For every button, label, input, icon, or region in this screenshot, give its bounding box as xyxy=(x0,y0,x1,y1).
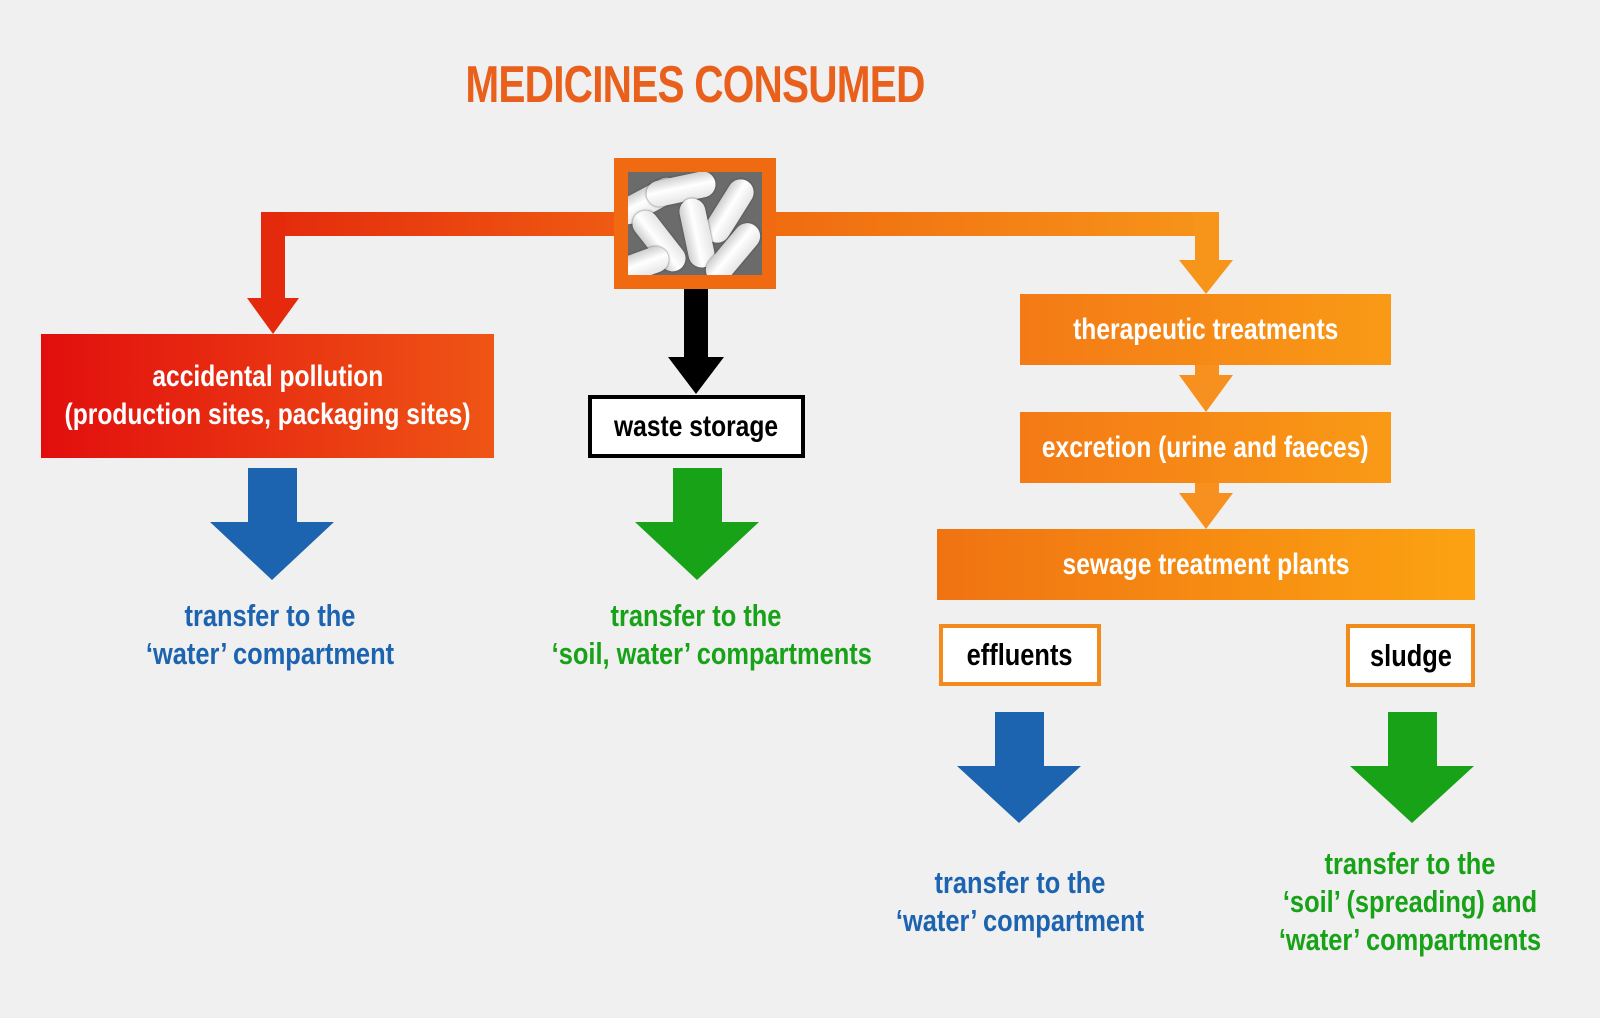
water-arrow-accidental xyxy=(210,468,334,580)
arrow-therapeutic-to-excretion xyxy=(1179,365,1233,412)
result-sludge-soil-water: transfer to the ‘soil’ (spreading) and ‘… xyxy=(1240,845,1580,959)
result-waste-soil-water: transfer to the ‘soil, water’ compartmen… xyxy=(520,597,872,673)
excretion-label: excretion (urine and faeces) xyxy=(1042,430,1369,464)
sewage-treatment-label: sewage treatment plants xyxy=(1062,547,1350,581)
result-effluents-water: transfer to the ‘water’ compartment xyxy=(850,864,1190,940)
capsules-icon xyxy=(614,158,776,289)
effluents-box: effluents xyxy=(939,624,1101,686)
arrow-to-accidental xyxy=(247,212,615,334)
arrow-to-therapeutic xyxy=(776,212,1233,294)
diagram-title: MEDICINES CONSUMED xyxy=(465,56,925,114)
soil-arrow-sludge xyxy=(1350,712,1474,823)
soil-arrow-waste xyxy=(635,468,759,580)
accidental-pollution-detail: (production sites, packaging sites) xyxy=(64,398,471,431)
accidental-pollution-box: accidental pollution (production sites, … xyxy=(41,334,494,458)
result-line: ‘soil’ (spreading) and xyxy=(1282,884,1538,919)
sewage-treatment-box: sewage treatment plants xyxy=(937,529,1475,600)
waste-storage-label: waste storage xyxy=(614,409,779,443)
result-line: transfer to the xyxy=(934,865,1106,900)
result-line: ‘water’ compartment xyxy=(895,903,1145,938)
arrow-excretion-to-sewage xyxy=(1179,483,1233,529)
accidental-pollution-label: accidental pollution xyxy=(151,360,383,393)
waste-storage-box: waste storage xyxy=(588,395,805,458)
result-accidental-water: transfer to the ‘water’ compartment xyxy=(100,597,440,673)
result-line: ‘water’ compartment xyxy=(145,636,395,671)
water-arrow-effluents xyxy=(957,712,1081,823)
effluents-label: effluents xyxy=(967,637,1073,672)
sludge-label: sludge xyxy=(1369,637,1452,673)
therapeutic-treatments-label: therapeutic treatments xyxy=(1072,312,1339,346)
result-line: ‘water’ compartments xyxy=(1278,922,1542,957)
result-line: transfer to the xyxy=(184,598,356,633)
therapeutic-treatments-box: therapeutic treatments xyxy=(1020,294,1391,365)
result-line: transfer to the xyxy=(1324,846,1496,881)
excretion-box: excretion (urine and faeces) xyxy=(1020,412,1391,483)
result-line: ‘soil, water’ compartments xyxy=(551,636,872,671)
arrow-to-waste-storage xyxy=(668,289,724,394)
result-line: transfer to the xyxy=(610,598,782,633)
sludge-box: sludge xyxy=(1346,624,1475,687)
